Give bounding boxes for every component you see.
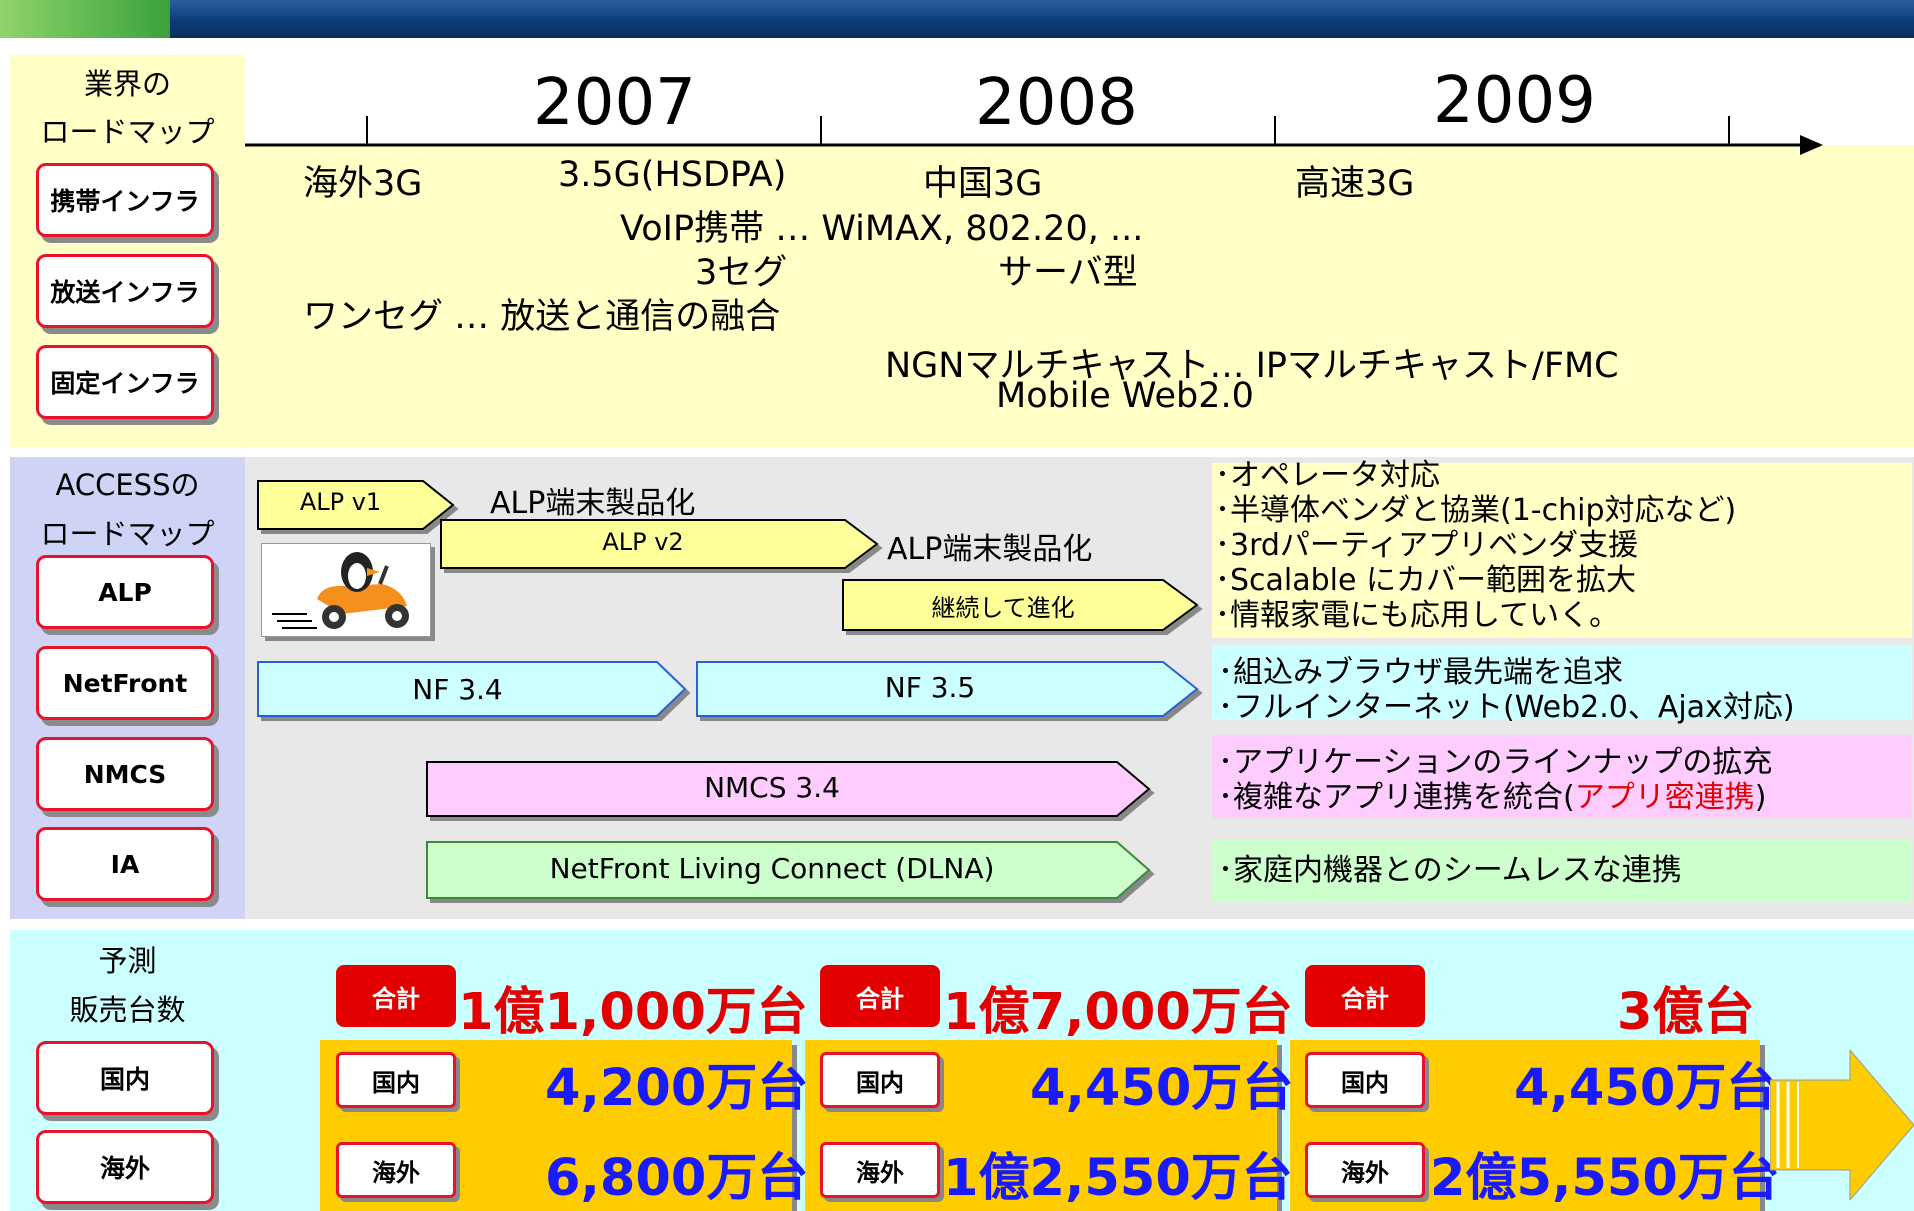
header-accent bbox=[0, 0, 170, 38]
year-2009: 2009 bbox=[1433, 64, 1596, 138]
label-dlna: NetFront Living Connect (DLNA) bbox=[549, 852, 995, 885]
alp-note-1: ･オペレータ対応 bbox=[1215, 458, 1440, 493]
nmcs-note-1: ･アプリケーションのラインナップの拡充 bbox=[1218, 745, 1773, 780]
label-alp-v2: ALP v2 bbox=[602, 528, 684, 556]
forecast-label-1: 予測 bbox=[98, 944, 157, 978]
category-fixed-infra[interactable]: 固定インフラ bbox=[36, 345, 214, 419]
nmcs-note-2: ･複雑なアプリ連携を統合(アプリ密連携) bbox=[1218, 780, 1772, 815]
overseas-2008: 1億2,550万台 bbox=[943, 1149, 1293, 1208]
label-alp-v1: ALP v1 bbox=[299, 488, 382, 516]
domestic-tag-2009: 国内 bbox=[1305, 1052, 1425, 1108]
text-overseas-3g: 海外3G bbox=[303, 164, 423, 204]
total-2009: 3億台 bbox=[1617, 983, 1755, 1042]
text-3seg: 3セグ bbox=[695, 253, 788, 293]
alp-note-2: ･半導体ベンダと協業(1-chip対応など) bbox=[1215, 493, 1737, 528]
arrow-evolve bbox=[842, 579, 1199, 631]
domestic-tag-2008: 国内 bbox=[820, 1052, 940, 1108]
category-overseas[interactable]: 海外 bbox=[36, 1130, 214, 1204]
category-domestic[interactable]: 国内 bbox=[36, 1041, 214, 1115]
total-2008: 1億7,000万台 bbox=[943, 983, 1293, 1042]
alp-note-5: ･情報家電にも応用していく。 bbox=[1215, 598, 1620, 633]
overseas-2007: 6,800万台 bbox=[545, 1149, 809, 1208]
arrow-alp-v2 bbox=[440, 519, 879, 569]
roadmap-arrows bbox=[257, 480, 1199, 899]
category-alp[interactable]: ALP bbox=[36, 555, 214, 629]
domestic-2008: 4,450万台 bbox=[1030, 1059, 1294, 1118]
year-2007: 2007 bbox=[533, 66, 696, 140]
alp-notes-panel bbox=[1212, 463, 1912, 638]
overseas-tag-2009: 海外 bbox=[1305, 1142, 1425, 1198]
text-voip-wimax: VoIP携帯 … WiMAX, 802.20, ... bbox=[620, 209, 1144, 249]
nmcs-notes-panel bbox=[1212, 735, 1912, 818]
nmcs-note-2-post: ) bbox=[1754, 780, 1767, 815]
nf-note-1: ･組込みブラウザ最先端を追求 bbox=[1218, 655, 1623, 690]
text-server-type: サーバ型 bbox=[998, 253, 1138, 293]
timeline-axis bbox=[245, 116, 1823, 155]
year-2008: 2008 bbox=[975, 66, 1138, 140]
nmcs-note-2-pre: ･複雑なアプリ連携を統合( bbox=[1218, 780, 1575, 815]
industry-label-2: ロードマップ bbox=[40, 115, 215, 149]
total-tag-2008: 合計 bbox=[820, 965, 940, 1027]
arrow-alp-v1 bbox=[257, 480, 455, 530]
arrow-nf35 bbox=[696, 661, 1199, 717]
label-alp-product-2: ALP端末製品化 bbox=[887, 532, 1093, 567]
category-nmcs[interactable]: NMCS bbox=[36, 737, 214, 811]
arrow-nf34 bbox=[257, 661, 687, 717]
text-mobile-web20: Mobile Web2.0 bbox=[996, 376, 1254, 416]
continuation-arrow bbox=[1770, 1050, 1914, 1200]
text-highspeed-3g: 高速3G bbox=[1295, 164, 1415, 204]
nf-notes: ･組込みブラウザ最先端を追求 ･フルインターネット(Web2.0、Ajax対応) bbox=[1218, 655, 1795, 725]
industry-content-panel bbox=[245, 145, 1914, 448]
overseas-tag-2008: 海外 bbox=[820, 1142, 940, 1198]
alp-mascot-image bbox=[261, 543, 431, 637]
industry-label-1: 業界の bbox=[83, 67, 171, 101]
domestic-2007: 4,200万台 bbox=[545, 1059, 809, 1118]
forecast-label-2: 販売台数 bbox=[69, 993, 186, 1027]
overseas-tag-2007: 海外 bbox=[336, 1142, 456, 1198]
arrow-dlna bbox=[426, 841, 1151, 899]
ia-note-1: ･家庭内機器とのシームレスな連携 bbox=[1218, 853, 1682, 888]
category-mobile-infra[interactable]: 携帯インフラ bbox=[36, 163, 214, 237]
nmcs-note-2-red: アプリ密連携 bbox=[1574, 780, 1755, 815]
ia-notes: ･家庭内機器とのシームレスな連携 bbox=[1218, 853, 1682, 888]
nf-notes-panel bbox=[1212, 645, 1912, 720]
access-label-1: ACCESSの bbox=[55, 468, 200, 502]
category-ia[interactable]: IA bbox=[36, 827, 214, 901]
label-evolve: 継続して進化 bbox=[931, 594, 1075, 622]
arrow-nmcs34 bbox=[426, 761, 1151, 817]
category-netfront[interactable]: NetFront bbox=[36, 646, 214, 720]
total-tag-2009: 合計 bbox=[1305, 965, 1425, 1027]
alp-notes: ･オペレータ対応 ･半導体ベンダと協業(1-chip対応など) ･3rdパーティ… bbox=[1215, 458, 1736, 633]
label-nf35: NF 3.5 bbox=[884, 671, 976, 704]
text-hsdpa: 3.5G(HSDPA) bbox=[558, 155, 787, 195]
label-alp-product-1: ALP端末製品化 bbox=[490, 486, 696, 521]
total-tag-2007: 合計 bbox=[336, 965, 456, 1027]
alp-note-3: ･3rdパーティアプリベンダ支援 bbox=[1215, 528, 1639, 563]
text-china-3g: 中国3G bbox=[923, 164, 1043, 204]
label-nf34: NF 3.4 bbox=[412, 673, 503, 706]
text-ngn-multicast: NGNマルチキャスト… IPマルチキャスト/FMC bbox=[885, 346, 1619, 386]
alp-note-4: ･Scalable にカバー範囲を拡大 bbox=[1215, 563, 1637, 598]
header-bar bbox=[0, 0, 1914, 38]
domestic-2009: 4,450万台 bbox=[1514, 1059, 1778, 1118]
domestic-tag-2007: 国内 bbox=[336, 1052, 456, 1108]
total-2007: 1億1,000万台 bbox=[458, 983, 808, 1042]
nf-note-2: ･フルインターネット(Web2.0、Ajax対応) bbox=[1218, 690, 1795, 725]
text-oneseg: ワンセグ … 放送と通信の融合 bbox=[303, 297, 781, 337]
access-label-2: ロードマップ bbox=[40, 517, 215, 551]
label-nmcs34: NMCS 3.4 bbox=[704, 771, 840, 804]
category-broadcast-infra[interactable]: 放送インフラ bbox=[36, 254, 214, 328]
nmcs-notes: ･アプリケーションのラインナップの拡充 ･複雑なアプリ連携を統合(アプリ密連携) bbox=[1218, 745, 1772, 815]
ia-notes-panel bbox=[1212, 840, 1912, 902]
overseas-2009: 2億5,550万台 bbox=[1430, 1149, 1780, 1208]
